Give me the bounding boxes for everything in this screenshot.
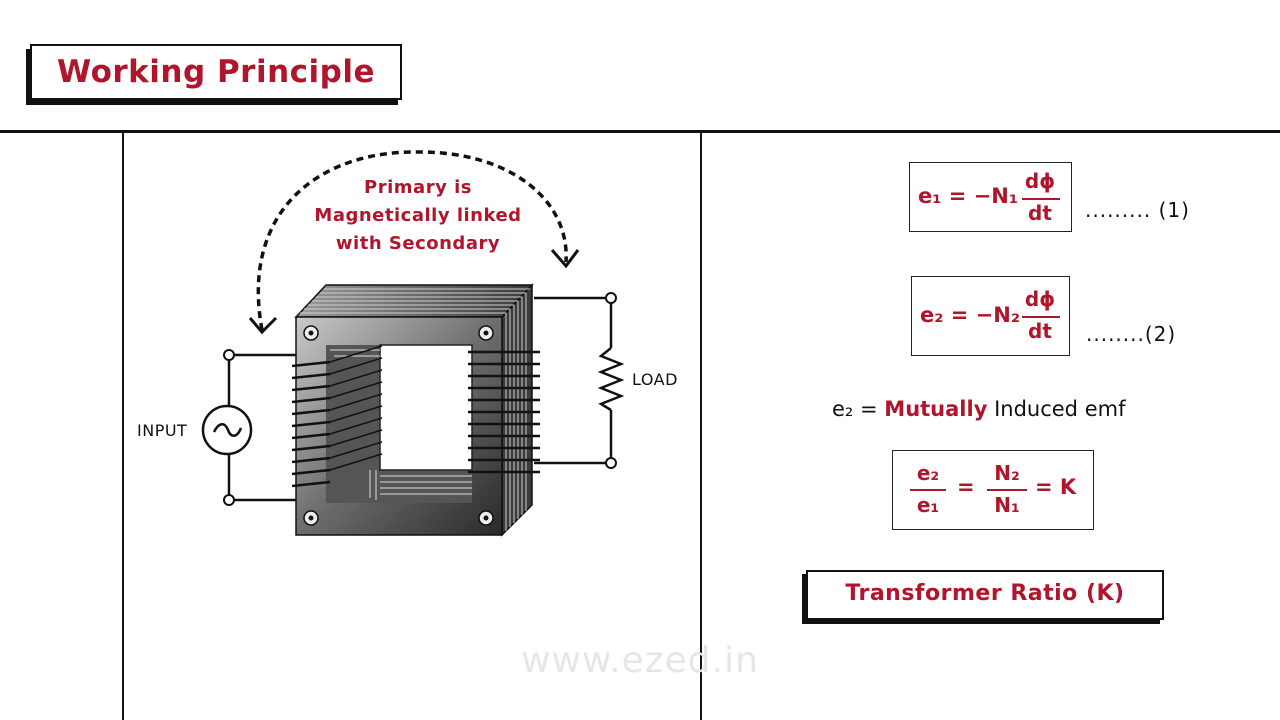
mutual-emf-statement: e₂ = Mutually Induced emf [832,397,1125,421]
magnetic-link-arrow [256,150,568,331]
transformer-ratio-box: Transformer Ratio (K) [806,570,1164,620]
page-title: Working Principle [56,54,375,90]
input-label: INPUT [137,421,188,440]
ratio-result: = K [1035,475,1077,499]
fraction-bar [1022,316,1060,318]
equation-2-lhs: e₂ = −N₂ [920,303,1021,327]
caption-line: Primary is [364,177,472,198]
load-label: LOAD [632,370,678,389]
title-box: Working Principle [30,44,402,100]
input-circuit [201,353,296,502]
caption-line: Magnetically linked [314,205,522,226]
ratio-denominator-1: e₁ [916,493,940,517]
ratio-numerator-2: N₂ [994,461,1020,485]
fraction-bar [1022,198,1060,200]
transformer-core [294,283,534,537]
mutual-emf-symbol: e₂ = [832,397,878,421]
equation-2-numerator: dϕ [1024,287,1056,311]
ratio-denominator-2: N₁ [994,493,1020,517]
watermark: www.ezed.in [521,640,759,681]
equation-1-denominator: dt [1028,201,1052,225]
center-divider [700,131,702,720]
equation-1-lhs: e₁ = −N₁ [918,184,1019,208]
magnetic-link-caption: Primary is Magnetically linked with Seco… [300,174,536,258]
equation-2-number: ........(2) [1086,322,1177,346]
horizontal-divider [0,130,1280,133]
ratio-equals: = [957,475,975,499]
equation-2-denominator: dt [1028,319,1052,343]
mutual-emf-rest: Induced emf [994,397,1126,421]
ratio-numerator-1: e₂ [916,461,940,485]
equation-1-number: ......... (1) [1085,198,1190,222]
fraction-bar [987,489,1027,491]
left-divider [122,131,124,720]
load-circuit [534,296,625,465]
primary-winding [291,345,383,488]
secondary-winding [468,350,540,474]
equation-1-numerator: dϕ [1024,169,1056,193]
equation-1-box: e₁ = −N₁ dϕ dt [909,162,1072,232]
fraction-bar [910,489,946,491]
caption-line: with Secondary [335,233,501,254]
equation-2-box: e₂ = −N₂ dϕ dt [911,276,1070,356]
ratio-equation-box: e₂ e₁ = N₂ N₁ = K [892,450,1094,530]
transformer-ratio-label: Transformer Ratio (K) [845,581,1125,606]
mutual-emf-highlight: Mutually [884,397,988,421]
